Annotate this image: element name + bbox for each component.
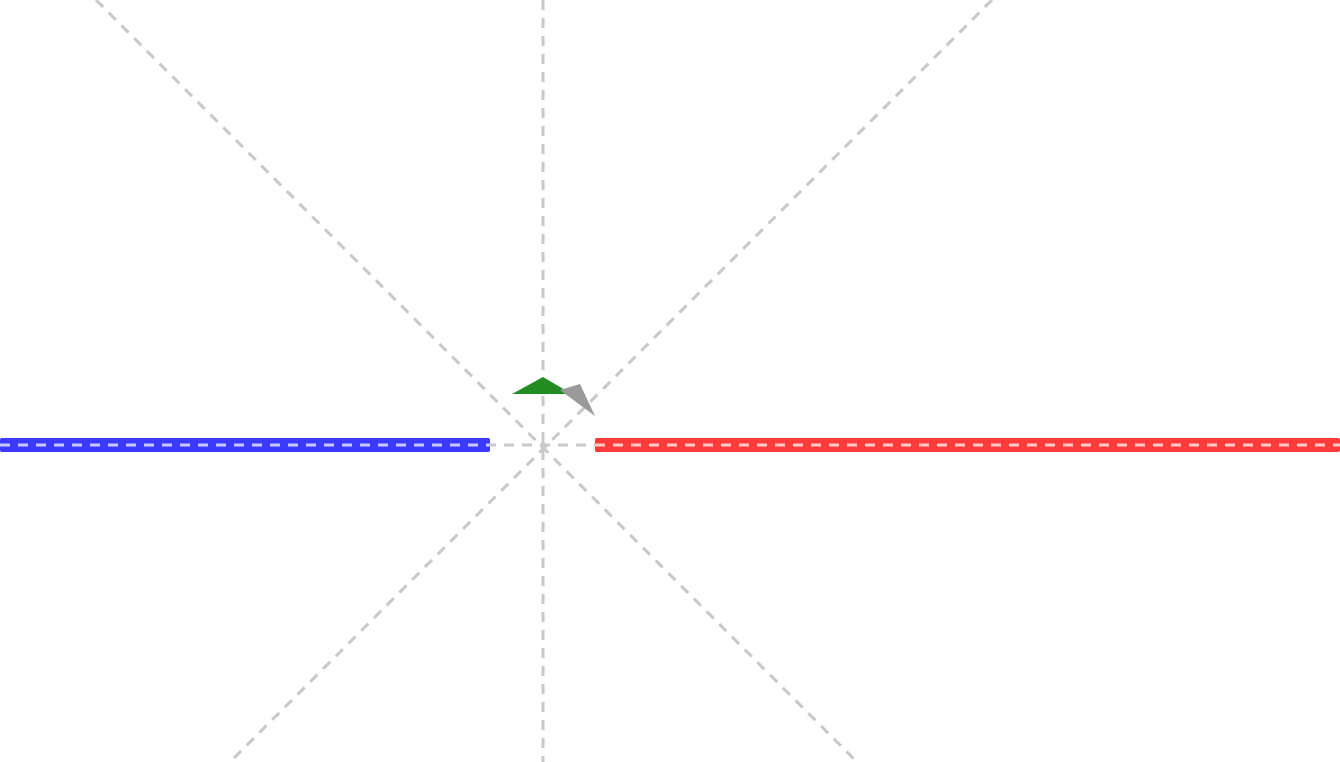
x-axis-positive-bar[interactable] <box>595 438 1340 452</box>
x-axis-negative[interactable] <box>0 438 490 452</box>
y-axis-arrow-icon[interactable] <box>512 377 572 394</box>
z-axis-arrow-icon[interactable] <box>560 384 595 416</box>
x-axis-negative-bar[interactable] <box>0 438 490 452</box>
x-axis-positive[interactable] <box>595 438 1340 452</box>
origin-point <box>540 442 546 448</box>
